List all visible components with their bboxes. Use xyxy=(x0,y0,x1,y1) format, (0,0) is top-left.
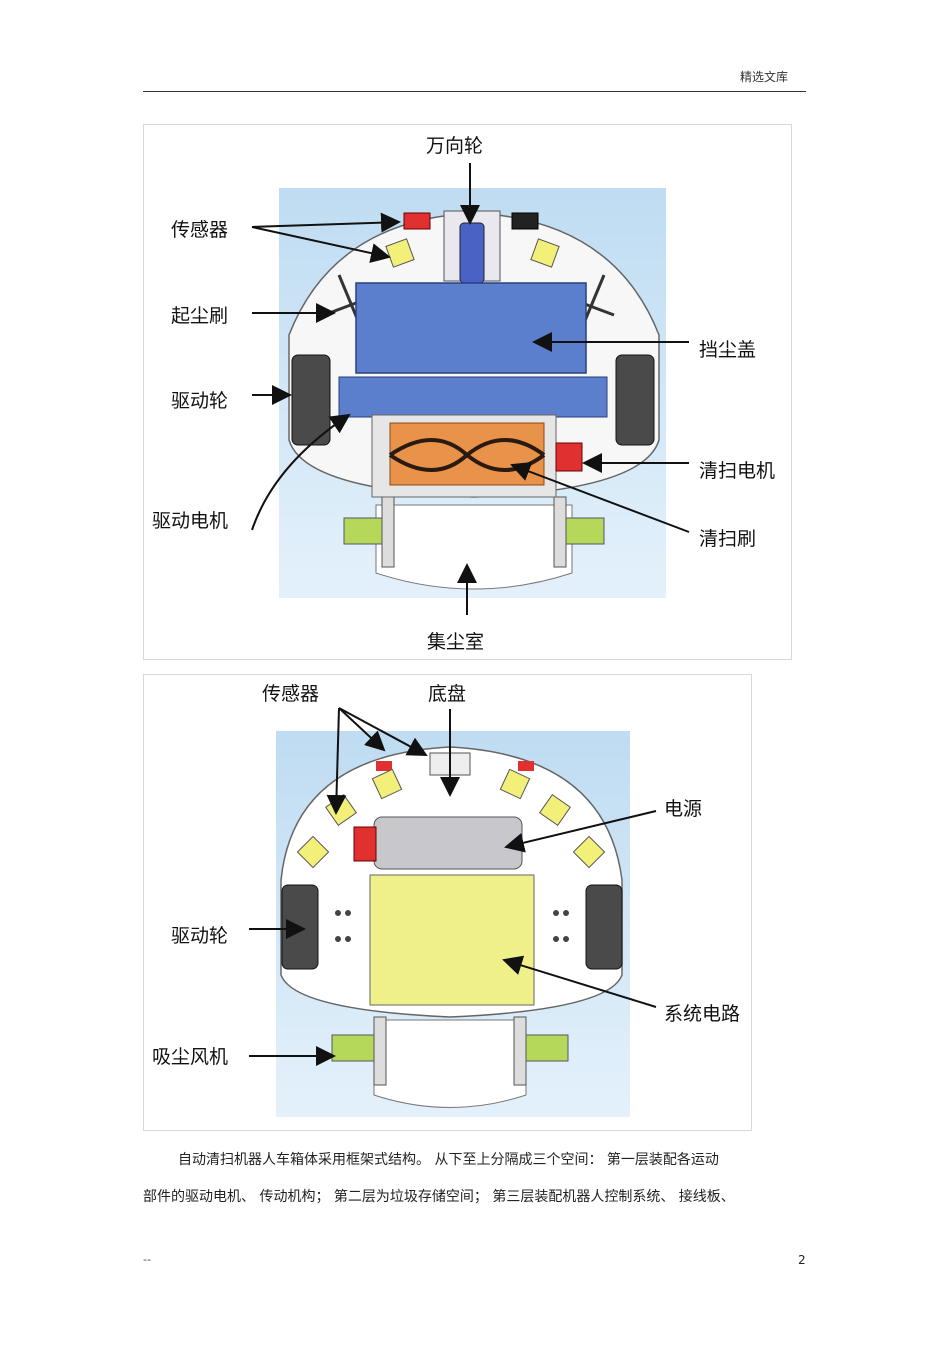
figure-robot-chassis-view: 传感器 底盘 电源 驱动轮 系统电路 吸尘风机 xyxy=(143,674,752,1131)
label-sensor-2: 传感器 xyxy=(262,683,319,705)
right-fan-shape-2 xyxy=(525,1034,569,1062)
label-dust-cover: 挡尘盖 xyxy=(699,339,756,361)
right-fan-shape xyxy=(561,517,605,545)
label-chassis: 底盘 xyxy=(428,683,466,705)
circuit-board-shape xyxy=(369,874,535,1006)
body-paragraph-line-1: 自动清扫机器人车箱体采用框架式结构。 从下至上分隔成三个空间： 第一层装配各运动 xyxy=(178,1152,719,1168)
rear-chamber xyxy=(373,1019,527,1108)
figure-robot-bottom-view: 万向轮 传感器 起尘刷 驱动轮 驱动电机 挡尘盖 清扫电机 清扫刷 集尘室 xyxy=(143,124,792,660)
label-caster-wheel: 万向轮 xyxy=(426,135,483,157)
robot-chassis-diagram: 传感器 底盘 电源 驱动轮 系统电路 吸尘风机 xyxy=(152,683,740,1117)
label-suction-fan: 吸尘风机 xyxy=(152,1046,228,1068)
right-drive-wheel-shape xyxy=(615,354,655,446)
label-cleaning-brush: 清扫刷 xyxy=(699,528,756,550)
left-fan-shape xyxy=(343,517,387,545)
sensor-black xyxy=(511,212,539,230)
left-drive-wheel-shape xyxy=(291,354,331,446)
label-side-brush: 起尘刷 xyxy=(171,305,228,327)
robot-bottom-diagram: 万向轮 传感器 起尘刷 驱动轮 驱动电机 挡尘盖 清扫电机 清扫刷 集尘室 xyxy=(152,135,775,653)
arrow-sensor-2 xyxy=(251,226,391,263)
cleaning-motor-shape xyxy=(555,442,583,472)
label-drive-wheel: 驱动轮 xyxy=(171,390,228,412)
dust-chamber-shape xyxy=(375,504,573,590)
label-cleaning-motor: 清扫电机 xyxy=(699,460,775,482)
caster-wheel-shape xyxy=(459,222,485,284)
label-drive-wheel-2: 驱动轮 xyxy=(171,925,228,947)
left-drive-wheel-shape-2 xyxy=(281,884,319,970)
label-drive-motor: 驱动电机 xyxy=(152,510,228,532)
right-drive-wheel-shape-2 xyxy=(585,884,623,970)
arrow-drive-motor xyxy=(251,413,351,531)
drive-motor-bar xyxy=(338,376,608,418)
sensor-yellow-4 xyxy=(538,793,572,827)
arrow-sensor-1 xyxy=(251,212,401,233)
sensor-yellow-6 xyxy=(572,835,606,869)
arrow-cleaning-brush xyxy=(510,462,690,533)
left-fan-shape-2 xyxy=(331,1034,375,1062)
footer-dashes: -- xyxy=(143,1253,151,1266)
sensor-yellow-right xyxy=(530,238,560,268)
right-bracket xyxy=(553,496,567,568)
label-system-circuit: 系统电路 xyxy=(664,1003,740,1025)
label-sensor: 传感器 xyxy=(171,219,228,241)
body-paragraph-line-2: 部件的驱动电机、 传动机构； 第二层为垃圾存储空间； 第三层装配机器人控制系统、… xyxy=(143,1189,735,1205)
label-power: 电源 xyxy=(664,798,702,820)
header-divider xyxy=(143,91,806,92)
dust-cover-shape xyxy=(355,282,587,374)
battery-shape xyxy=(373,816,523,870)
left-bracket xyxy=(381,496,395,568)
page-number: 2 xyxy=(798,1253,806,1267)
label-dust-chamber: 集尘室 xyxy=(427,631,484,653)
sensor-yellow-1 xyxy=(371,768,403,800)
sensor-yellow-2 xyxy=(499,768,531,800)
sensor-yellow-5 xyxy=(296,835,330,869)
page-header-title: 精选文库 xyxy=(740,70,789,84)
sensor-red xyxy=(403,212,431,230)
